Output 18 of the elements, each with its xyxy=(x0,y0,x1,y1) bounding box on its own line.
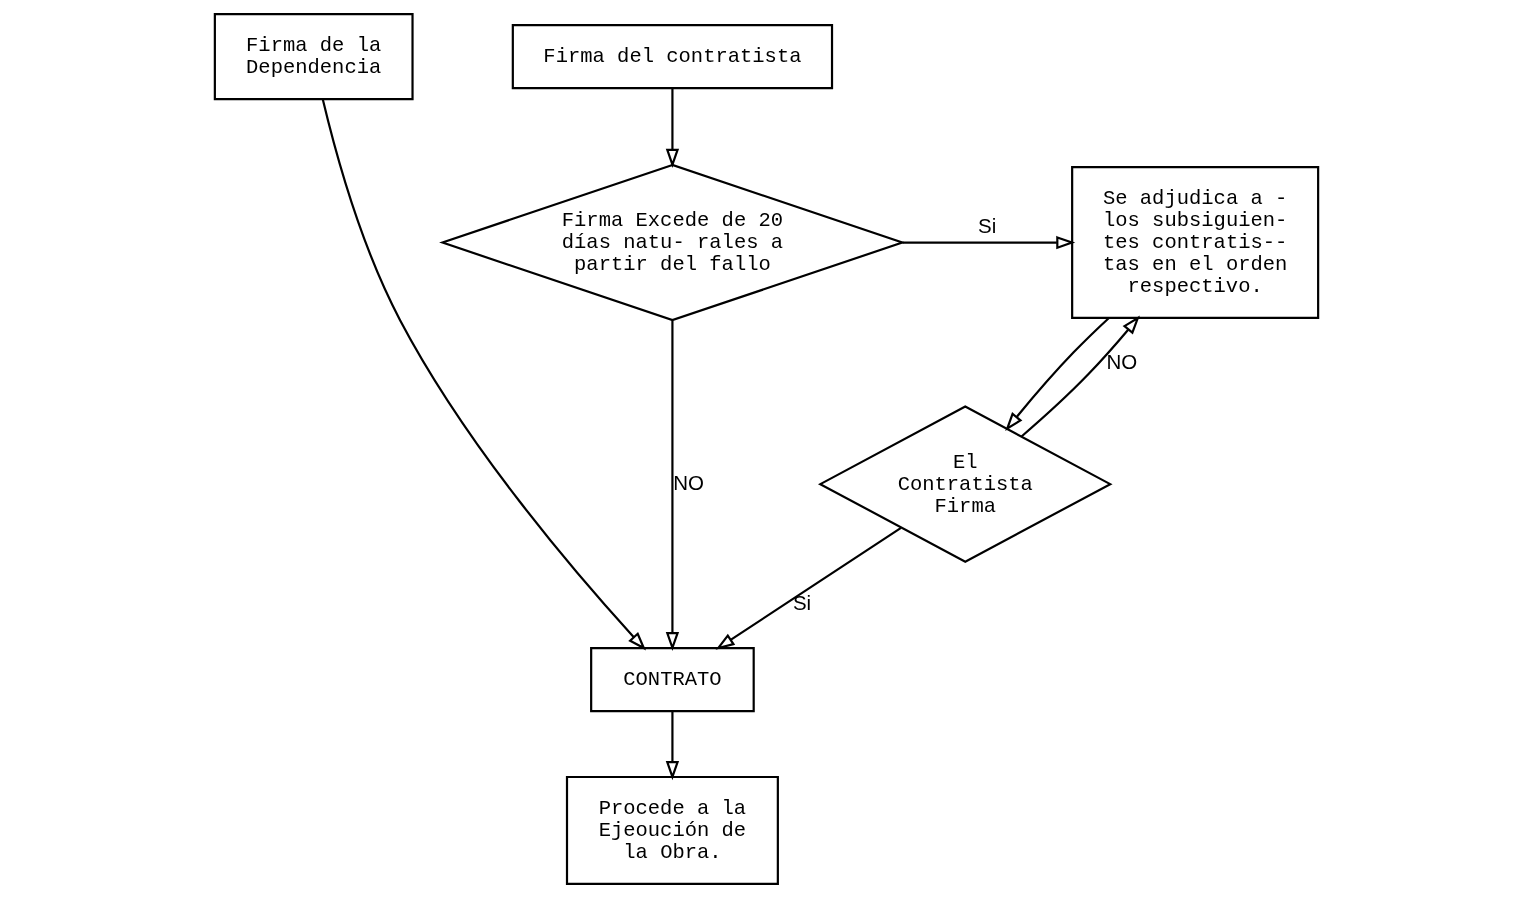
arrow xyxy=(321,99,647,651)
edge-label: Si xyxy=(792,591,812,615)
edge-label: Si xyxy=(978,213,997,237)
node-diamond: El Contratista Firma xyxy=(817,405,1113,563)
arrow xyxy=(1020,315,1140,438)
node-box: CONTRATO xyxy=(590,647,755,713)
edge-label: NO xyxy=(673,470,704,494)
node-box: Se adjudica a - los subsiguien- tes contratis-- tas en el orden respectivo. xyxy=(1071,166,1320,320)
arrow xyxy=(715,526,902,650)
node-box: Firma del contratista xyxy=(511,24,834,90)
node-box: Procede a la Ejeoución de la Obra. xyxy=(565,775,779,885)
arrow xyxy=(665,320,680,652)
node-box: Firma de la Dependencia xyxy=(213,13,414,101)
edge-label: NO xyxy=(1106,349,1138,373)
arrow xyxy=(902,235,1076,250)
arrow xyxy=(665,711,680,781)
arrow xyxy=(665,88,680,168)
arrow xyxy=(1005,317,1110,432)
